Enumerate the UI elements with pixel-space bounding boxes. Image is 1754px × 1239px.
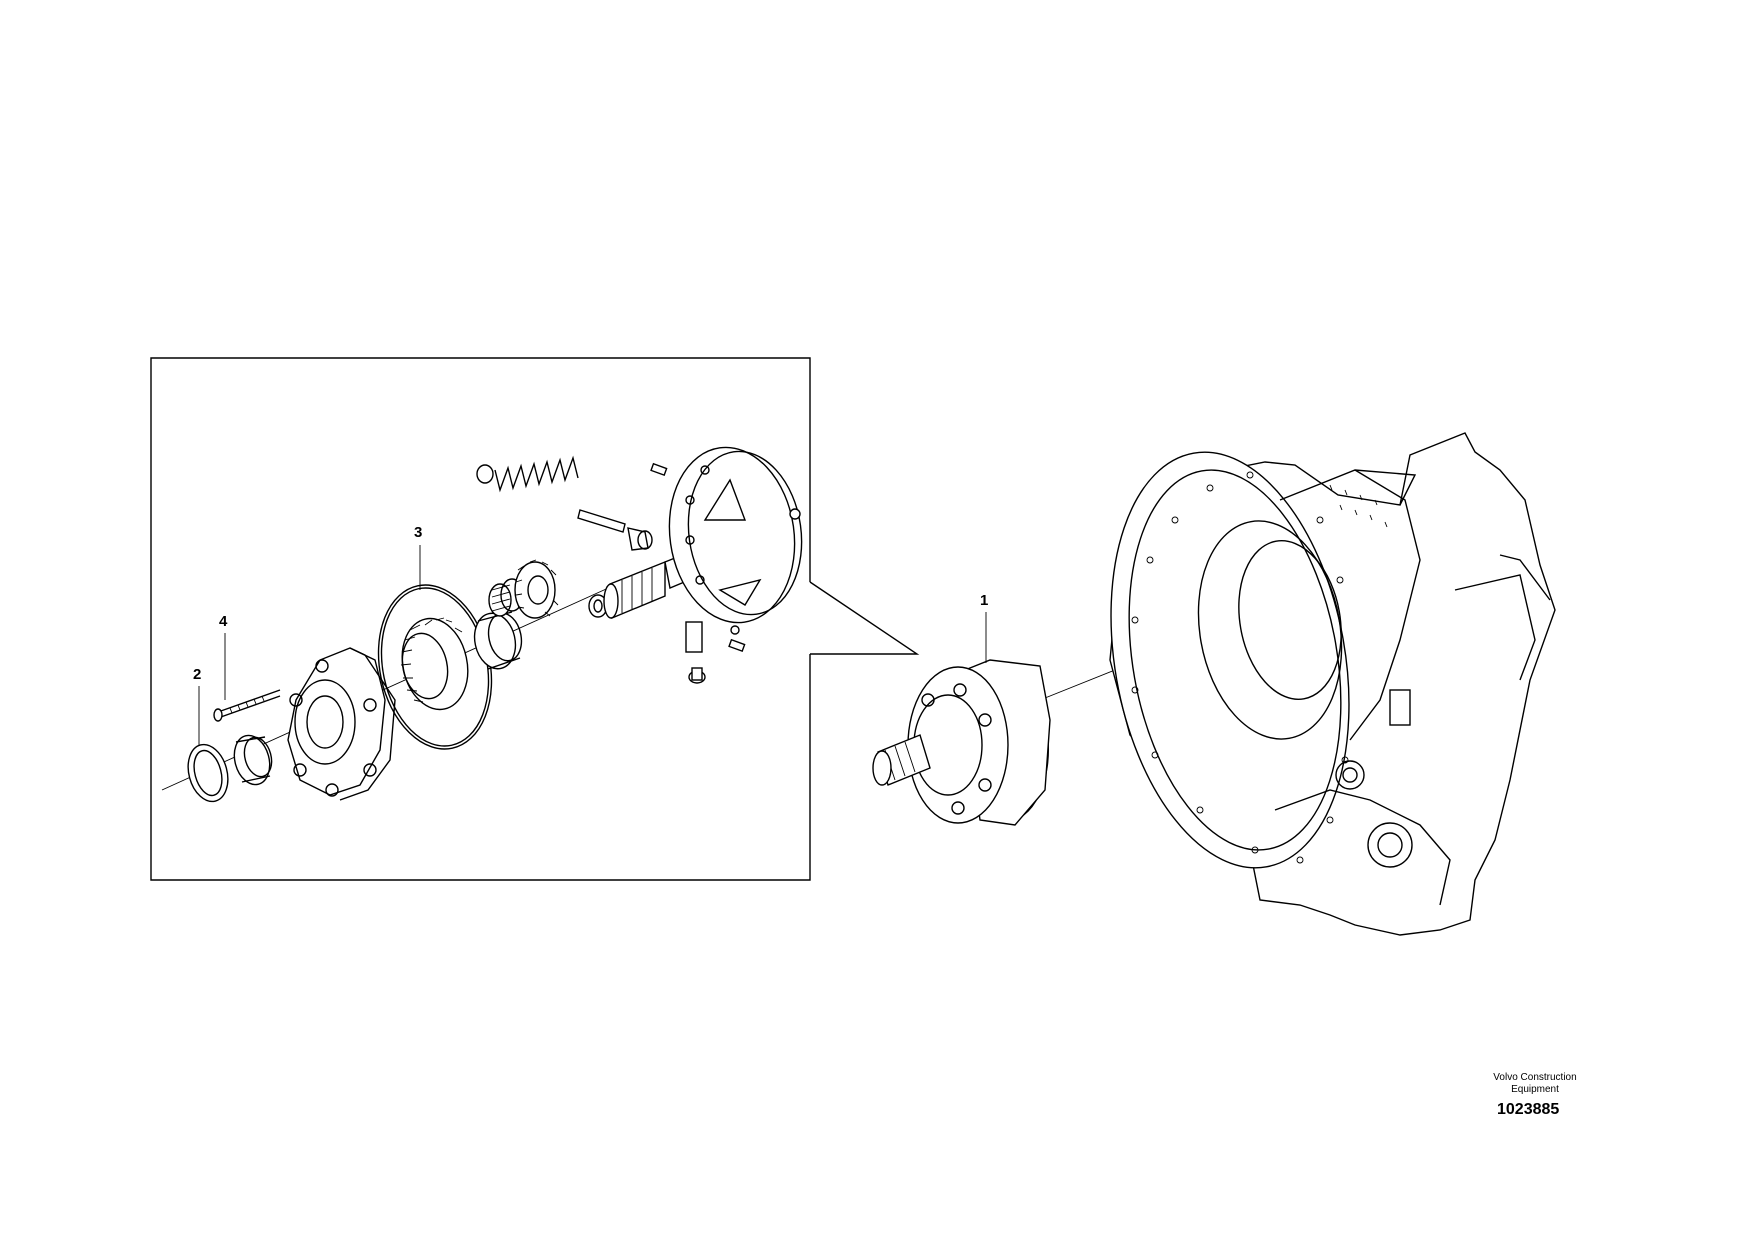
needle-bearing [488,578,524,617]
dowel-pins [650,462,801,653]
plug-and-spring [685,621,706,684]
transmission-housing [1109,432,1556,936]
inner-gear [514,559,559,619]
credit-line-2: Equipment [1511,1084,1559,1095]
callout-item-2: 2 [193,666,202,683]
drawing-number: 1023885 [1497,1101,1560,1118]
relief-spring [476,455,579,493]
outer-gear [400,617,469,711]
seal-ring-part-2 [187,743,229,803]
small-washer [588,594,608,618]
cap-screw-part-4 [213,689,281,722]
pump-cover [287,647,396,801]
callout-item-4: 4 [219,613,228,630]
bearing-ring [473,611,523,670]
bushing-part [233,734,273,786]
callout-item-1: 1 [980,592,989,609]
callout-item-3: 3 [414,524,423,541]
callout-leaders [198,545,987,745]
pump-body-plate [668,446,803,635]
detail-inset-frame [150,357,920,881]
relief-pin [577,509,653,551]
credit-line-1: Volvo Construction [1493,1072,1577,1083]
assembled-oil-pump [872,659,1051,826]
publisher-credit: Volvo Construction Equipment [1470,1072,1600,1096]
